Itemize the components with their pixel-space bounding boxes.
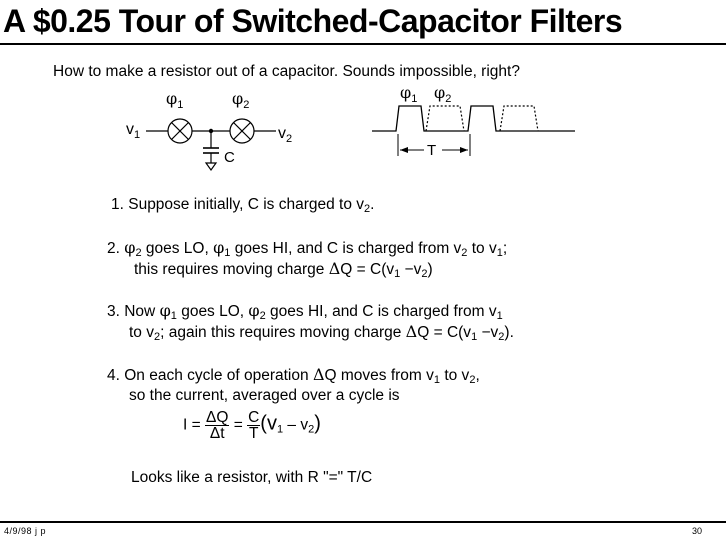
- conclusion-text: Looks like a resistor, with R "=" T/C: [131, 469, 373, 486]
- timing-phi2-label: φ2: [434, 83, 451, 105]
- step-1: 1. Suppose initially, C is charged to v2…: [111, 196, 375, 215]
- page-number: 30: [691, 526, 702, 536]
- phi2-label: φ2: [232, 89, 249, 111]
- phi1-label: φ1: [166, 89, 183, 111]
- footer-rule: [0, 521, 726, 523]
- phi2-waveform-1: [425, 105, 465, 132]
- phi1-waveform: [372, 105, 575, 132]
- step-4-line-1: 4. On each cycle of operation ΔQ moves f…: [107, 365, 480, 386]
- switch-circuit-diagram: φ1 φ2 v1 v2 C: [126, 89, 292, 172]
- step-4-line-2: so the current, averaged over a cycle is: [129, 387, 400, 404]
- step-2-line-1: 2. φ2 goes LO, φ1 goes HI, and C is char…: [107, 238, 508, 259]
- v2-label: v2: [278, 125, 292, 145]
- v1-label: v1: [126, 121, 140, 141]
- period-label: T: [427, 142, 436, 159]
- title-underline: [0, 43, 726, 45]
- footer-date: 4/9/98 j p: [4, 526, 47, 536]
- phi2-waveform-2: [499, 105, 539, 132]
- capacitor-label: C: [224, 149, 235, 166]
- clock-timing-diagram: φ1 φ2 T: [372, 83, 575, 159]
- step-2-line-2: this requires moving charge ΔQ = C(v1 −v…: [134, 259, 433, 280]
- step-3-line-2: to v2; again this requires moving charge…: [129, 322, 514, 343]
- timing-phi1-label: φ1: [400, 83, 417, 105]
- intro-text: How to make a resistor out of a capacito…: [53, 63, 520, 80]
- page-title: A $0.25 Tour of Switched-Capacitor Filte…: [3, 3, 623, 39]
- node-dot: [208, 128, 214, 134]
- step-3-line-1: 3. Now φ1 goes LO, φ2 goes HI, and C is …: [107, 301, 503, 322]
